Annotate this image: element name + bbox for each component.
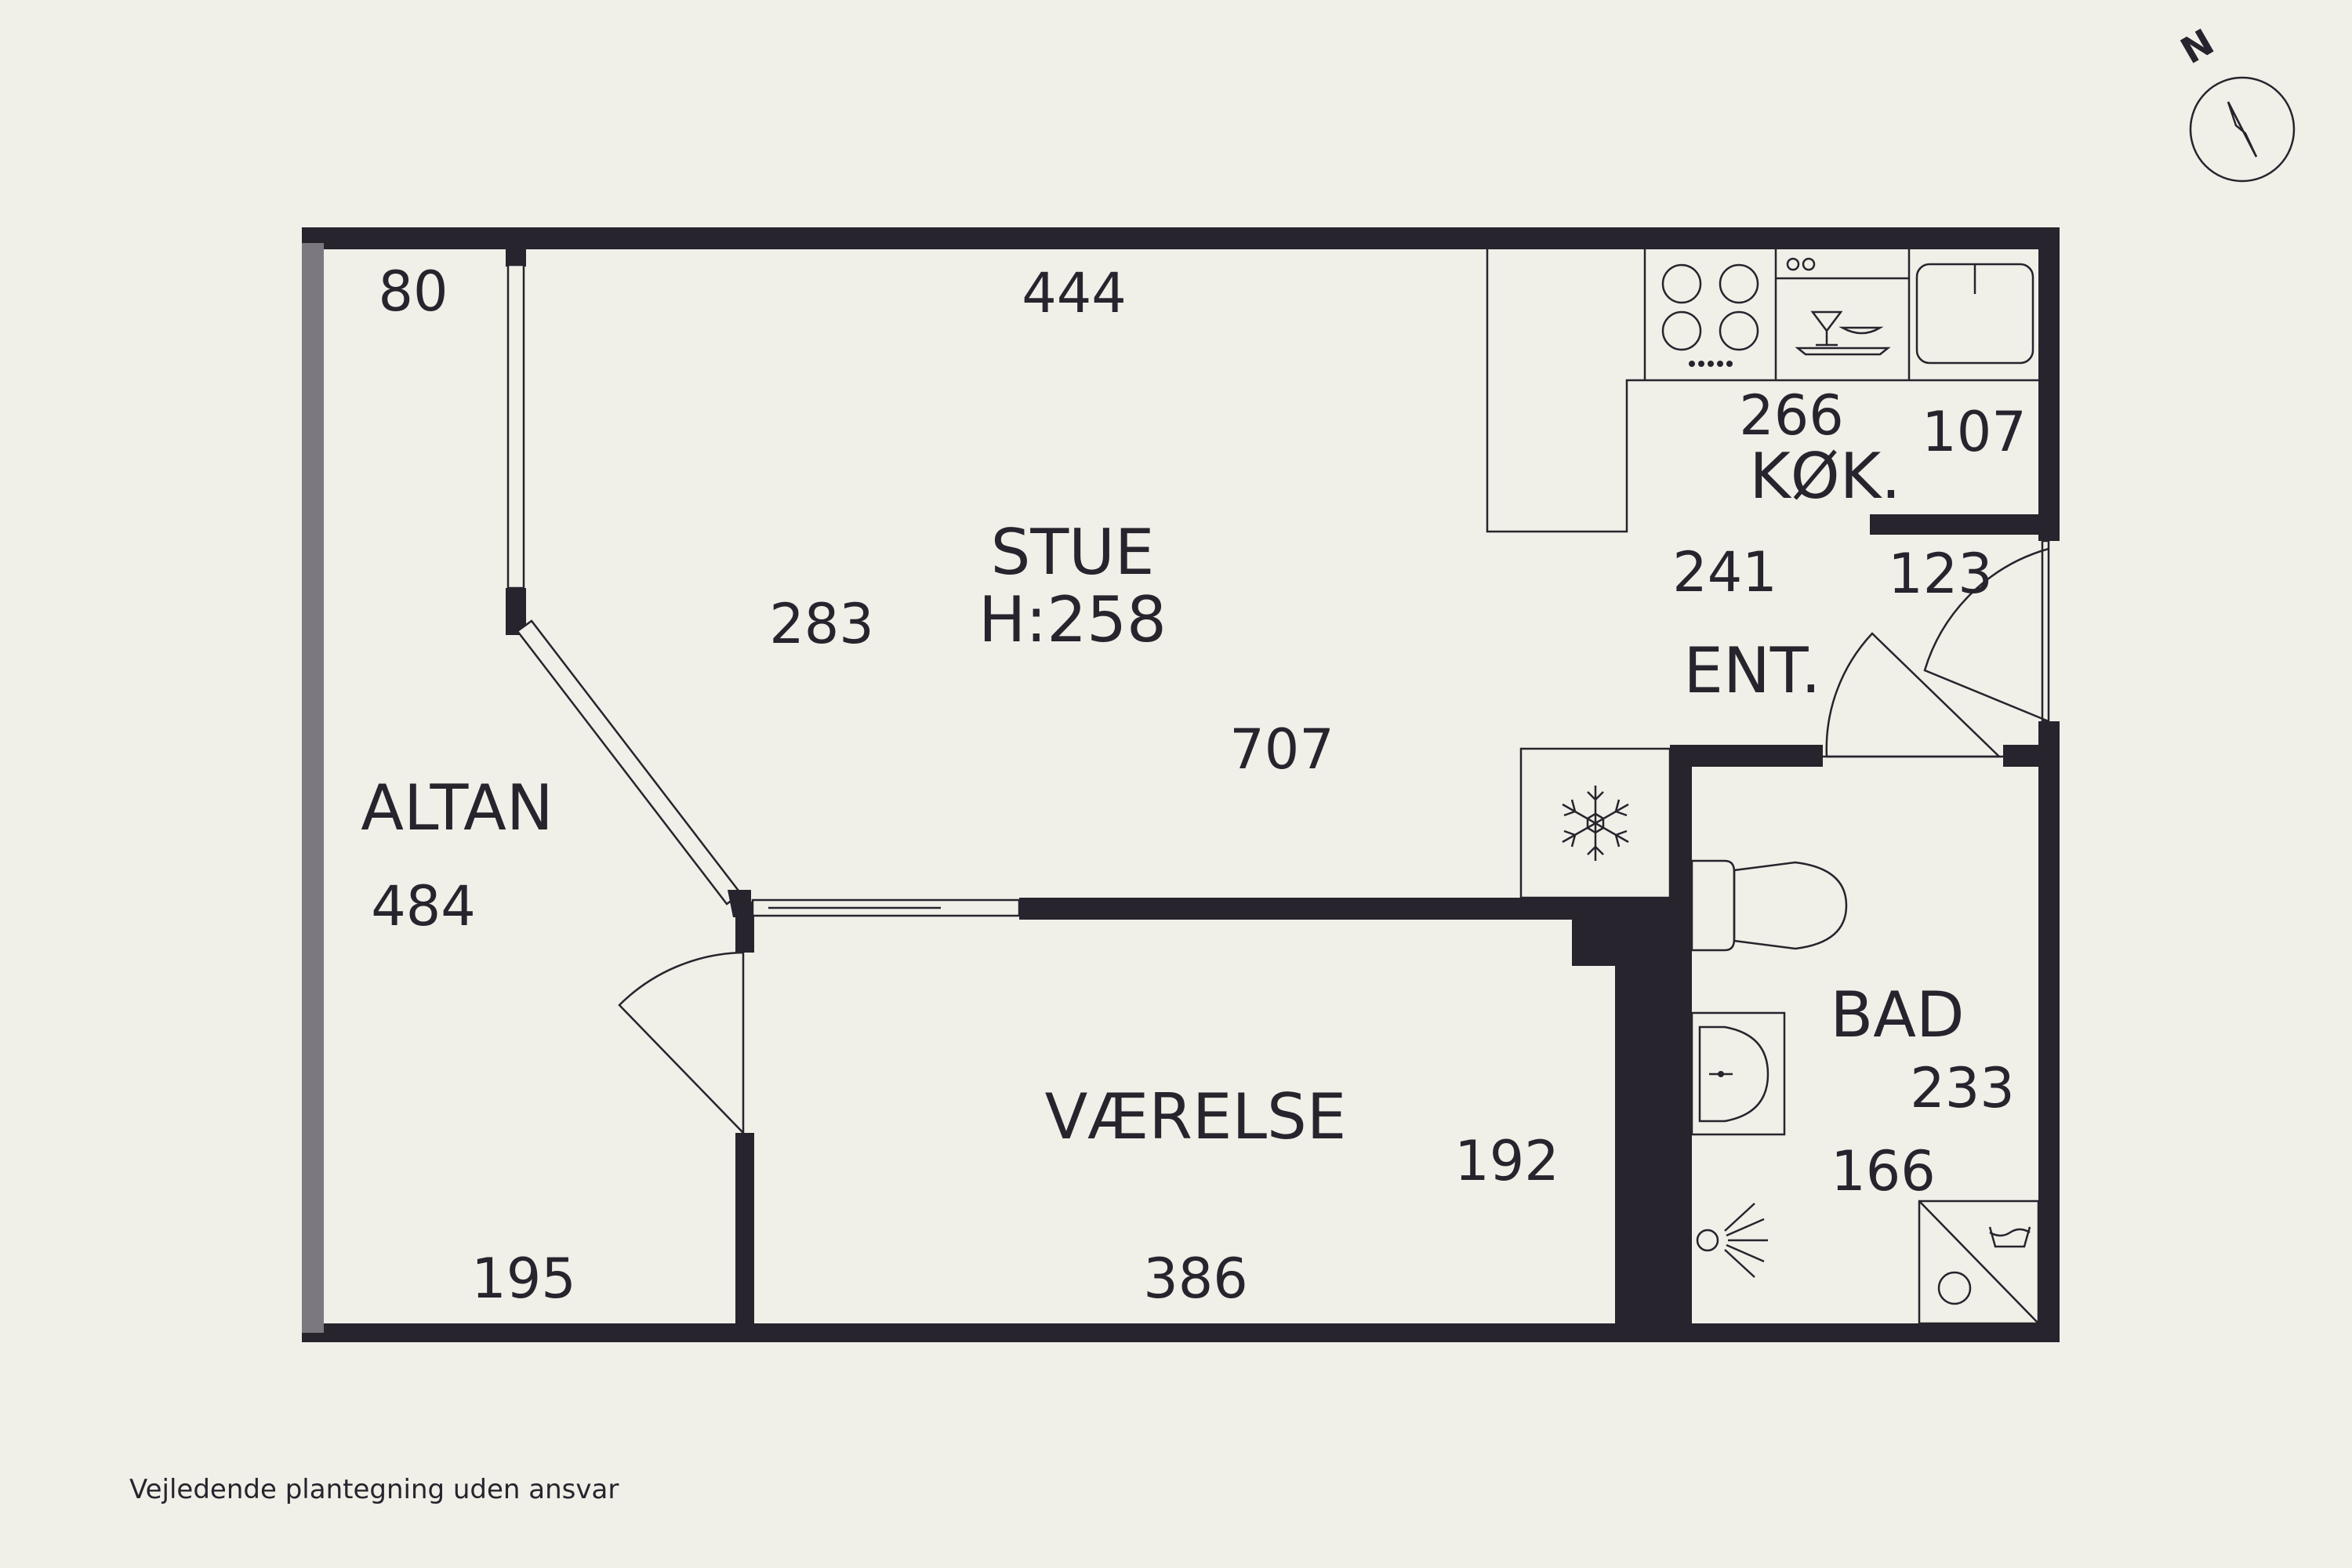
dishwasher-icon <box>1810 310 1843 347</box>
shower-icon <box>1696 1203 1768 1278</box>
dim-koekken-width: 266 <box>1739 383 1844 448</box>
snowflake-icon <box>1562 786 1629 861</box>
wall-top <box>302 227 2060 249</box>
walls <box>302 227 2060 1342</box>
dim-stue-top: 444 <box>1022 261 1127 325</box>
kitchen-fixtures <box>1486 249 2038 533</box>
hob-burner-icon <box>1661 263 1702 304</box>
room-label-stue: STUE <box>991 516 1155 589</box>
entry-door-opening <box>2041 539 2050 723</box>
wall-altan-lower <box>735 1133 754 1341</box>
room-label-entre: ENT. <box>1683 634 1820 707</box>
dim-bad-width: 166 <box>1831 1139 1936 1203</box>
wall-bad-top-left <box>1670 745 1823 767</box>
washbasin <box>1690 1011 1786 1136</box>
wall-right-lower <box>2038 721 2060 1341</box>
dim-bad-length: 233 <box>1910 1056 2015 1120</box>
wall-vaerelse-top <box>1019 898 1674 920</box>
dim-koekken-depth: 107 <box>1922 400 2027 464</box>
room-label-koekken: KØK. <box>1749 440 1900 513</box>
dim-stue-length: 707 <box>1229 717 1334 782</box>
doors <box>618 539 2050 1136</box>
toilet-tank <box>1690 859 1736 952</box>
wall-bottom <box>302 1323 2060 1342</box>
washing-machine <box>1918 1200 2040 1325</box>
bath-door-swing <box>1825 632 2002 758</box>
dimension-labels: 80 444 266 107 283 241 123 707 484 195 3… <box>371 260 2027 1311</box>
room-label-bad: BAD <box>1830 978 1964 1051</box>
washbasin-icon <box>1698 1025 1769 1123</box>
toilet-bowl-icon <box>1733 861 1848 950</box>
wall-altan-upper <box>735 902 754 953</box>
bathroom-fixtures <box>1690 859 2040 1325</box>
wall-kitchen-entry <box>1870 514 2050 535</box>
wall-right-upper <box>2038 227 2060 541</box>
dim-entre-depth: 123 <box>1888 542 1993 606</box>
window-facade <box>506 263 525 590</box>
dim-altan-length: 484 <box>371 874 476 938</box>
disclaimer-text: Vejledende plantegning uden ansvar <box>129 1474 619 1505</box>
dim-altan-bottom: 195 <box>471 1247 576 1311</box>
dim-stue-depth: 283 <box>769 592 874 656</box>
window-diagonal <box>516 619 742 906</box>
room-labels: STUE H:258 ALTAN KØK. ENT. VÆRELSE BAD <box>361 440 1964 1153</box>
compass-circle <box>2189 76 2296 183</box>
wall-facade-top <box>506 243 526 267</box>
compass-north-label: N <box>2173 20 2220 72</box>
balcony-door-swing <box>618 951 745 1136</box>
room-label-stue-height: H:258 <box>978 583 1167 656</box>
dim-vaerelse-depth: 192 <box>1454 1129 1559 1193</box>
compass: N <box>2173 20 2296 183</box>
fridge <box>1519 747 1671 899</box>
washing-machine-icon <box>1937 1271 1972 1305</box>
wall-bad-top-right <box>2003 745 2058 767</box>
room-label-altan: ALTAN <box>361 771 554 844</box>
dim-altan-top: 80 <box>378 260 448 324</box>
dim-vaerelse-width: 386 <box>1143 1247 1248 1311</box>
wall-bad-left <box>1670 745 1692 1333</box>
balcony-edge <box>302 243 324 1333</box>
entry-door-swing <box>1923 547 2049 723</box>
room-label-vaerelse: VÆRELSE <box>1045 1080 1347 1153</box>
dim-entre-width: 241 <box>1672 540 1777 604</box>
